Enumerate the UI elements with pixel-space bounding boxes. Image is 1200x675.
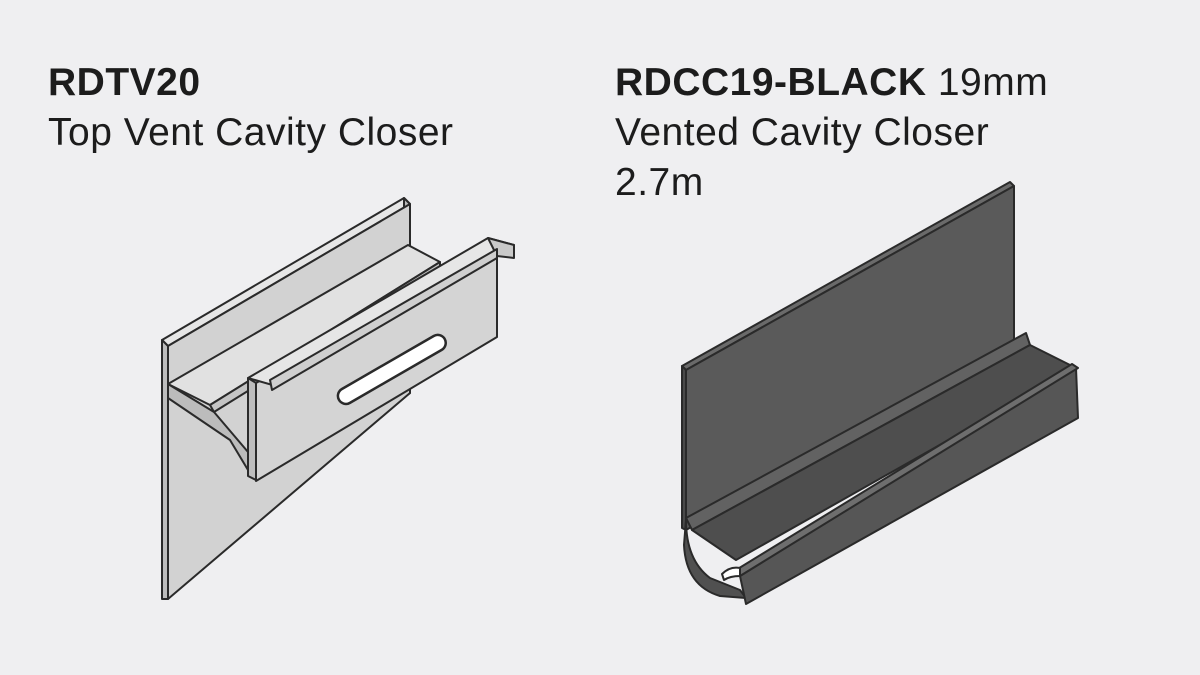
vented-cavity-closer-illustration xyxy=(681,181,1079,605)
product-panel-rdtv20: RDTV20 Top Vent Cavity Closer xyxy=(48,58,515,600)
front-leg-side xyxy=(247,377,257,481)
product-code: RDTV20 xyxy=(48,61,201,104)
product-description: Top Vent Cavity Closer xyxy=(48,111,454,154)
product-description: Vented Cavity Closer xyxy=(615,111,990,154)
product-heading: RDCC19-BLACK 19mm Vented Cavity Closer 2… xyxy=(615,58,1048,208)
product-heading: RDTV20 Top Vent Cavity Closer xyxy=(48,58,454,158)
vent-opening xyxy=(721,566,741,581)
top-lip-front xyxy=(269,248,498,391)
product-title-line: RDCC19-BLACK 19mm xyxy=(615,58,1048,108)
product-panel-rdcc19-black: RDCC19-BLACK 19mm Vented Cavity Closer 2… xyxy=(600,0,1200,675)
vent-slot xyxy=(336,333,447,406)
top-vent-cavity-closer-illustration xyxy=(161,197,515,600)
product-size: 19mm xyxy=(937,61,1049,104)
product-title-line: RDTV20 xyxy=(48,58,454,108)
product-code: RDCC19-BLACK xyxy=(615,61,927,104)
product-length: 2.7m xyxy=(615,161,704,204)
back-wall-left-edge xyxy=(681,365,687,531)
